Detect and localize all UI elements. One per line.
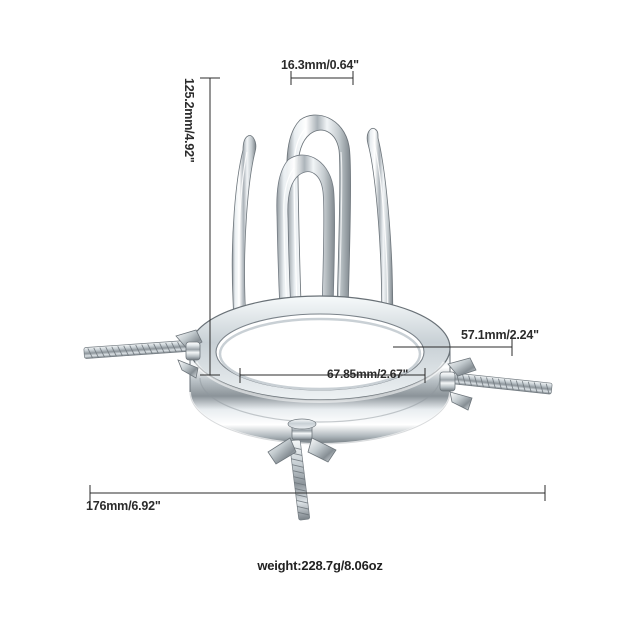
main-ring [189, 295, 451, 445]
dimline-overall-width [89, 485, 546, 501]
dimline-ring-diameter [239, 368, 426, 383]
dimension-label-height: 125.2mm/4.92" [182, 78, 196, 163]
dimension-lines [89, 71, 546, 501]
dimline-right [393, 339, 513, 356]
dimline-top-width [290, 71, 354, 85]
dimension-label-top-width: 16.3mm/0.64" [281, 58, 359, 72]
dimline-height [200, 77, 220, 376]
thumbscrew-right [439, 357, 553, 411]
thumbscrew-left [83, 329, 203, 379]
dimension-label-right-width: 57.1mm/2.24" [461, 328, 539, 342]
dimension-label-overall-width: 176mm/6.92" [86, 499, 161, 513]
dimension-label-ring-diameter: 67.85mm/2.67" [327, 367, 409, 381]
weight-label: weight:228.7g/8.06oz [257, 558, 383, 573]
thumbscrew-front [267, 418, 337, 521]
